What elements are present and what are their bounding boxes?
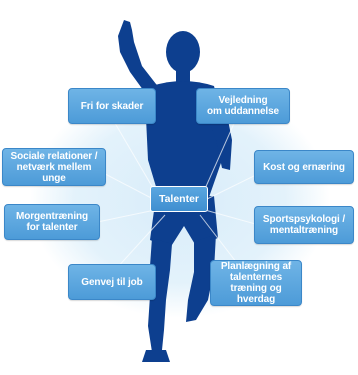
box-sociale-relationer: Sociale relationer / netværk mellem unge bbox=[2, 148, 106, 186]
box-genvej-til-job: Genvej til job bbox=[68, 264, 156, 300]
box-planlaegning: Planlægning af talenternes træning og hv… bbox=[210, 260, 302, 306]
box-morgentraening: Morgentræning for talenter bbox=[4, 204, 100, 240]
box-fri-for-skader: Fri for skader bbox=[68, 88, 156, 124]
box-sportspsykologi: Sportspsykologi / mentaltræning bbox=[254, 206, 354, 244]
box-kost-og-ernaering: Kost og ernæring bbox=[254, 150, 354, 184]
center-box-talenter: Talenter bbox=[150, 186, 208, 212]
box-vejledning: Vejledning om uddannelse bbox=[196, 88, 290, 124]
